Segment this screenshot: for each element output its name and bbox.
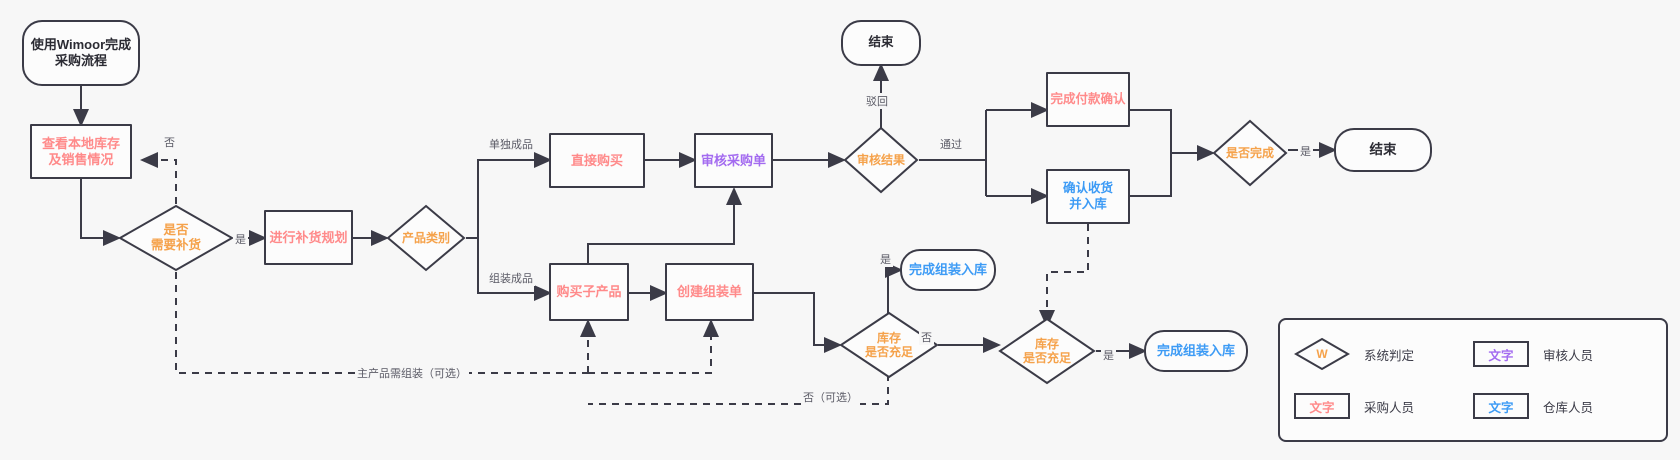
legend-item-auditor: 文字 审核人员 xyxy=(1473,341,1652,367)
node-label: 库存 是否充足 xyxy=(864,330,913,359)
edge-label-no-kit-1: 否 xyxy=(919,329,934,345)
legend-item-buyer: 文字 采购人员 xyxy=(1294,393,1473,419)
edge-label-yes-kit-2: 是 xyxy=(1101,347,1116,363)
node-audit-purchase-order[interactable]: 审核采购单 xyxy=(694,133,773,188)
node-stock-enough-2[interactable]: 库存 是否充足 xyxy=(998,317,1096,385)
edge-label-no-back: 否 xyxy=(162,134,177,150)
node-label: 审核结果 xyxy=(856,152,905,167)
node-end-right[interactable]: 结束 xyxy=(1334,128,1432,172)
buyer-chip-icon: 文字 xyxy=(1294,393,1350,419)
edge-label-passed: 通过 xyxy=(938,136,964,152)
legend-panel: W 系统判定 文字 审核人员 文字 采购人员 文字 仓库人员 xyxy=(1278,318,1668,442)
node-label: 产品类别 xyxy=(401,230,450,245)
edge-label-assembled-product: 组装成品 xyxy=(487,270,535,286)
auditor-chip-icon: 文字 xyxy=(1473,341,1529,367)
legend-warehouse-label: 仓库人员 xyxy=(1543,400,1594,415)
edge-label-rejected: 驳回 xyxy=(864,93,890,109)
edge-label-no-optional: 否（可选） xyxy=(801,389,860,405)
node-kit-done-1[interactable]: 完成组装入库 xyxy=(900,249,996,291)
node-create-kit-order[interactable]: 创建组装单 xyxy=(665,263,754,321)
legend-buyer-label: 采购人员 xyxy=(1364,400,1415,415)
system-diamond-icon: W xyxy=(1294,337,1350,371)
edge-label-single-product: 单独成品 xyxy=(487,136,535,152)
edge-label-yes-replenish: 是 xyxy=(233,231,248,247)
node-product-type[interactable]: 产品类别 xyxy=(386,204,466,272)
node-receive-and-stock-in[interactable]: 确认收货 并入库 xyxy=(1046,169,1130,224)
diamond-shape xyxy=(386,204,466,272)
node-check-local-stock[interactable]: 查看本地库存 及销售情况 xyxy=(30,124,132,179)
legend-system-label: 系统判定 xyxy=(1364,348,1415,363)
diamond-shape xyxy=(998,317,1096,385)
node-buy-sub-product[interactable]: 购买子产品 xyxy=(549,263,629,321)
node-payment-confirm[interactable]: 完成付款确认 xyxy=(1046,72,1130,127)
legend-system-symbol: W xyxy=(1316,347,1328,361)
node-end-top[interactable]: 结束 xyxy=(841,20,921,66)
node-direct-buy[interactable]: 直接购买 xyxy=(549,133,645,188)
node-label: 是否 需要补货 xyxy=(150,223,201,252)
node-label: 是否完成 xyxy=(1225,145,1274,160)
legend-item-system: W 系统判定 xyxy=(1294,337,1473,371)
warehouse-chip-icon: 文字 xyxy=(1473,393,1529,419)
edge-label-main-needs-assembly: 主产品需组装（可选） xyxy=(355,365,469,381)
edge-label-yes-finished: 是 xyxy=(1298,143,1313,159)
node-need-replenish[interactable]: 是否 需要补货 xyxy=(118,204,234,272)
node-audit-result[interactable]: 审核结果 xyxy=(843,126,919,194)
node-is-finished[interactable]: 是否完成 xyxy=(1212,119,1288,187)
node-kit-done-2[interactable]: 完成组装入库 xyxy=(1144,330,1248,372)
edge-label-yes-kit-1: 是 xyxy=(878,251,893,267)
legend-item-warehouse: 文字 仓库人员 xyxy=(1473,393,1652,419)
legend-auditor-label: 审核人员 xyxy=(1543,348,1594,363)
node-start[interactable]: 使用Wimoor完成 采购流程 xyxy=(22,20,140,86)
node-label: 库存 是否充足 xyxy=(1022,336,1071,365)
diamond-shape xyxy=(843,126,919,194)
diamond-shape xyxy=(1212,119,1288,187)
node-stock-enough-1[interactable]: 库存 是否充足 xyxy=(839,311,939,379)
diamond-shape xyxy=(118,204,234,272)
node-replenish-plan[interactable]: 进行补货规划 xyxy=(264,210,353,265)
